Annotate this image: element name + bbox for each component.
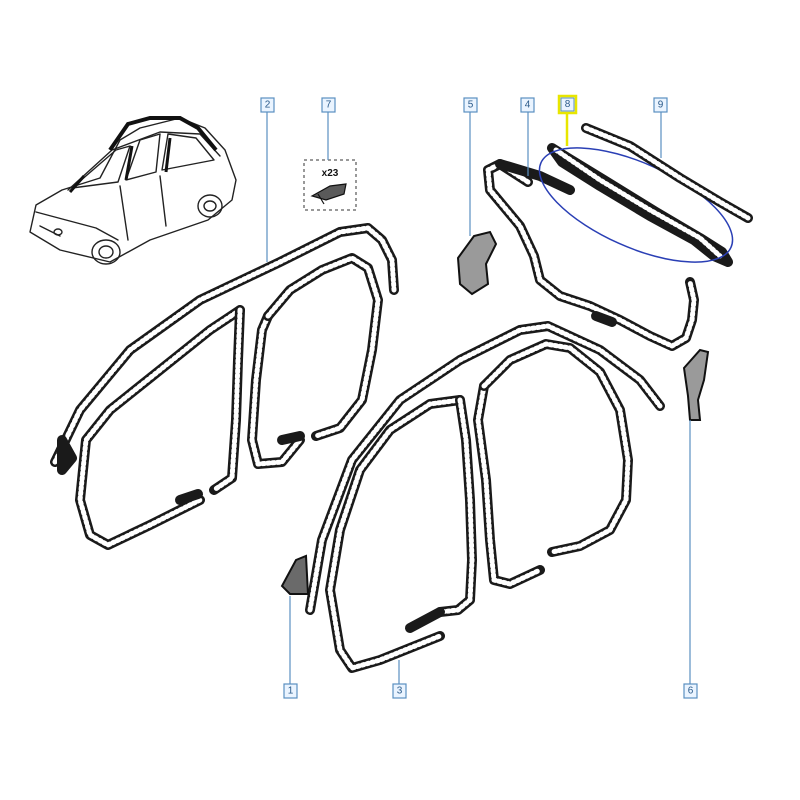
callout-7[interactable]: 7 <box>321 97 336 113</box>
part-7-clip-group[interactable]: x23 <box>303 159 357 211</box>
part-5-pad[interactable] <box>456 230 498 296</box>
part-6-bracket[interactable] <box>682 348 710 421</box>
callout-2-label: 2 <box>265 100 271 111</box>
part-3-door-frame-seal[interactable] <box>305 321 665 673</box>
car-thumbnail <box>29 116 237 265</box>
part-2-door-frame-seal[interactable] <box>50 223 399 550</box>
callout-8-selected[interactable]: 8 <box>557 94 578 115</box>
callout-2[interactable]: 2 <box>260 97 275 113</box>
leader-lines <box>266 112 691 684</box>
callout-8-label: 8 <box>565 99 571 110</box>
part-9-roof-strip[interactable] <box>581 123 753 223</box>
callout-9-label: 9 <box>658 100 664 111</box>
clip-quantity-label: x23 <box>322 168 339 179</box>
callout-4-label: 4 <box>525 100 531 111</box>
callout-3-label: 3 <box>397 686 403 697</box>
callout-6[interactable]: 6 <box>683 683 698 699</box>
callout-6-label: 6 <box>688 686 694 697</box>
part-4-tailgate-seal[interactable] <box>483 159 699 351</box>
callout-1-label: 1 <box>288 686 294 697</box>
callout-1[interactable]: 1 <box>283 683 298 699</box>
callout-7-label: 7 <box>326 100 332 111</box>
callout-9[interactable]: 9 <box>653 97 668 113</box>
part-1-corner-trim[interactable] <box>280 554 310 595</box>
callout-5-label: 5 <box>468 100 474 111</box>
callout-5[interactable]: 5 <box>463 97 478 113</box>
callout-4[interactable]: 4 <box>520 97 535 113</box>
callout-3[interactable]: 3 <box>392 683 407 699</box>
